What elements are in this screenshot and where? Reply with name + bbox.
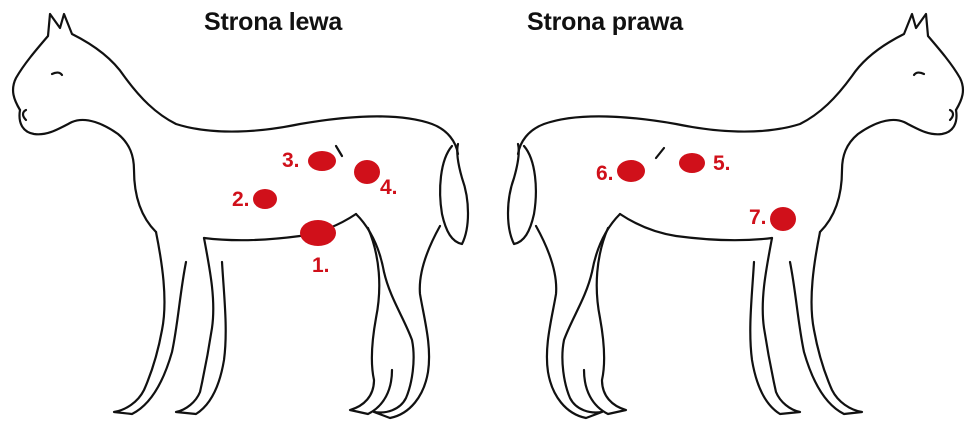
marker-dot-7 <box>770 207 796 231</box>
marker-dot-6 <box>617 160 645 182</box>
markers-layer: 1. 2. 3. 4. 5. 6. 7. <box>232 149 796 277</box>
marker-dot-4 <box>354 160 380 184</box>
marker-dot-5 <box>679 153 705 173</box>
marker-label-6: 6. <box>596 162 614 185</box>
marker-label-5: 5. <box>713 152 731 175</box>
marker-dot-2 <box>253 189 277 209</box>
marker-dot-1 <box>300 220 336 246</box>
horse-left-outline <box>13 14 468 418</box>
horse-right-outline <box>508 14 963 418</box>
marker-dot-3 <box>308 151 336 171</box>
marker-label-1: 1. <box>312 254 330 277</box>
marker-label-7: 7. <box>749 206 767 229</box>
marker-label-2: 2. <box>232 188 250 211</box>
marker-label-4: 4. <box>380 176 398 199</box>
marker-label-3: 3. <box>282 149 300 172</box>
